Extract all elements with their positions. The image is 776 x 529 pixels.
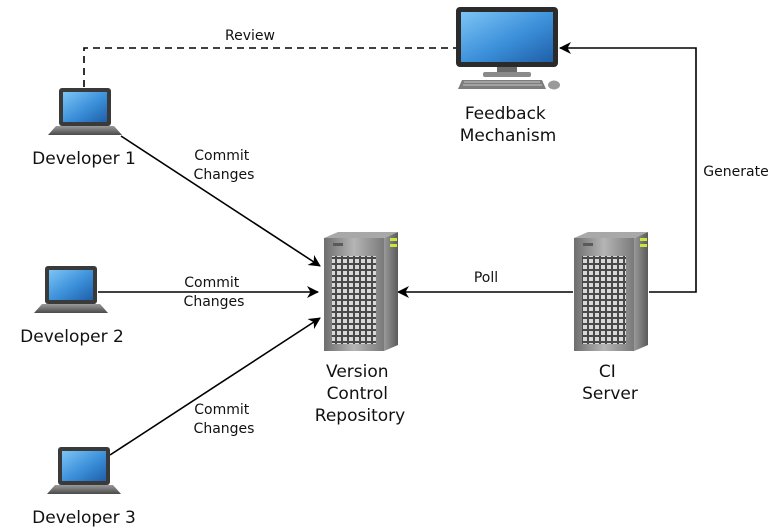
ci-server-node: CI Server bbox=[574, 232, 648, 404]
review-edge bbox=[83, 42, 470, 87]
commit-label-2: Commit Changes bbox=[184, 275, 245, 310]
laptop-icon bbox=[47, 447, 121, 494]
version-control-repository-node: Version Control Repository bbox=[315, 232, 405, 426]
commit-edge-developer-3 bbox=[109, 317, 321, 456]
edge-labels: Review Commit Changes Commit Changes Com… bbox=[184, 28, 769, 437]
feedback-mechanism-label: Feedback Mechanism bbox=[460, 104, 557, 146]
edges bbox=[83, 42, 697, 456]
laptop-icon bbox=[48, 88, 122, 135]
feedback-mechanism-node: Feedback Mechanism bbox=[456, 7, 560, 146]
desktop-monitor-icon bbox=[456, 7, 560, 90]
generate-edge bbox=[559, 42, 697, 293]
server-tower-icon bbox=[324, 232, 398, 351]
generate-label: Generate bbox=[703, 164, 768, 180]
version-control-repository-label: Version Control Repository bbox=[315, 362, 405, 426]
commit-label-1: Commit Changes bbox=[194, 148, 255, 183]
laptop-icon bbox=[34, 266, 108, 313]
developer-2-label: Developer 2 bbox=[20, 327, 124, 347]
review-label: Review bbox=[225, 28, 275, 44]
server-tower-icon bbox=[574, 232, 648, 351]
developer-3-node: Developer 3 bbox=[32, 447, 136, 528]
ci-server-label: CI Server bbox=[582, 362, 638, 404]
developer-2-node: Developer 2 bbox=[20, 266, 124, 347]
poll-label: Poll bbox=[474, 270, 498, 286]
commit-edge-developer-1 bbox=[120, 135, 321, 267]
developer-1-label: Developer 1 bbox=[32, 149, 136, 169]
developer-3-label: Developer 3 bbox=[32, 508, 136, 528]
commit-label-3: Commit Changes bbox=[194, 402, 255, 437]
developer-1-node: Developer 1 bbox=[32, 88, 136, 169]
